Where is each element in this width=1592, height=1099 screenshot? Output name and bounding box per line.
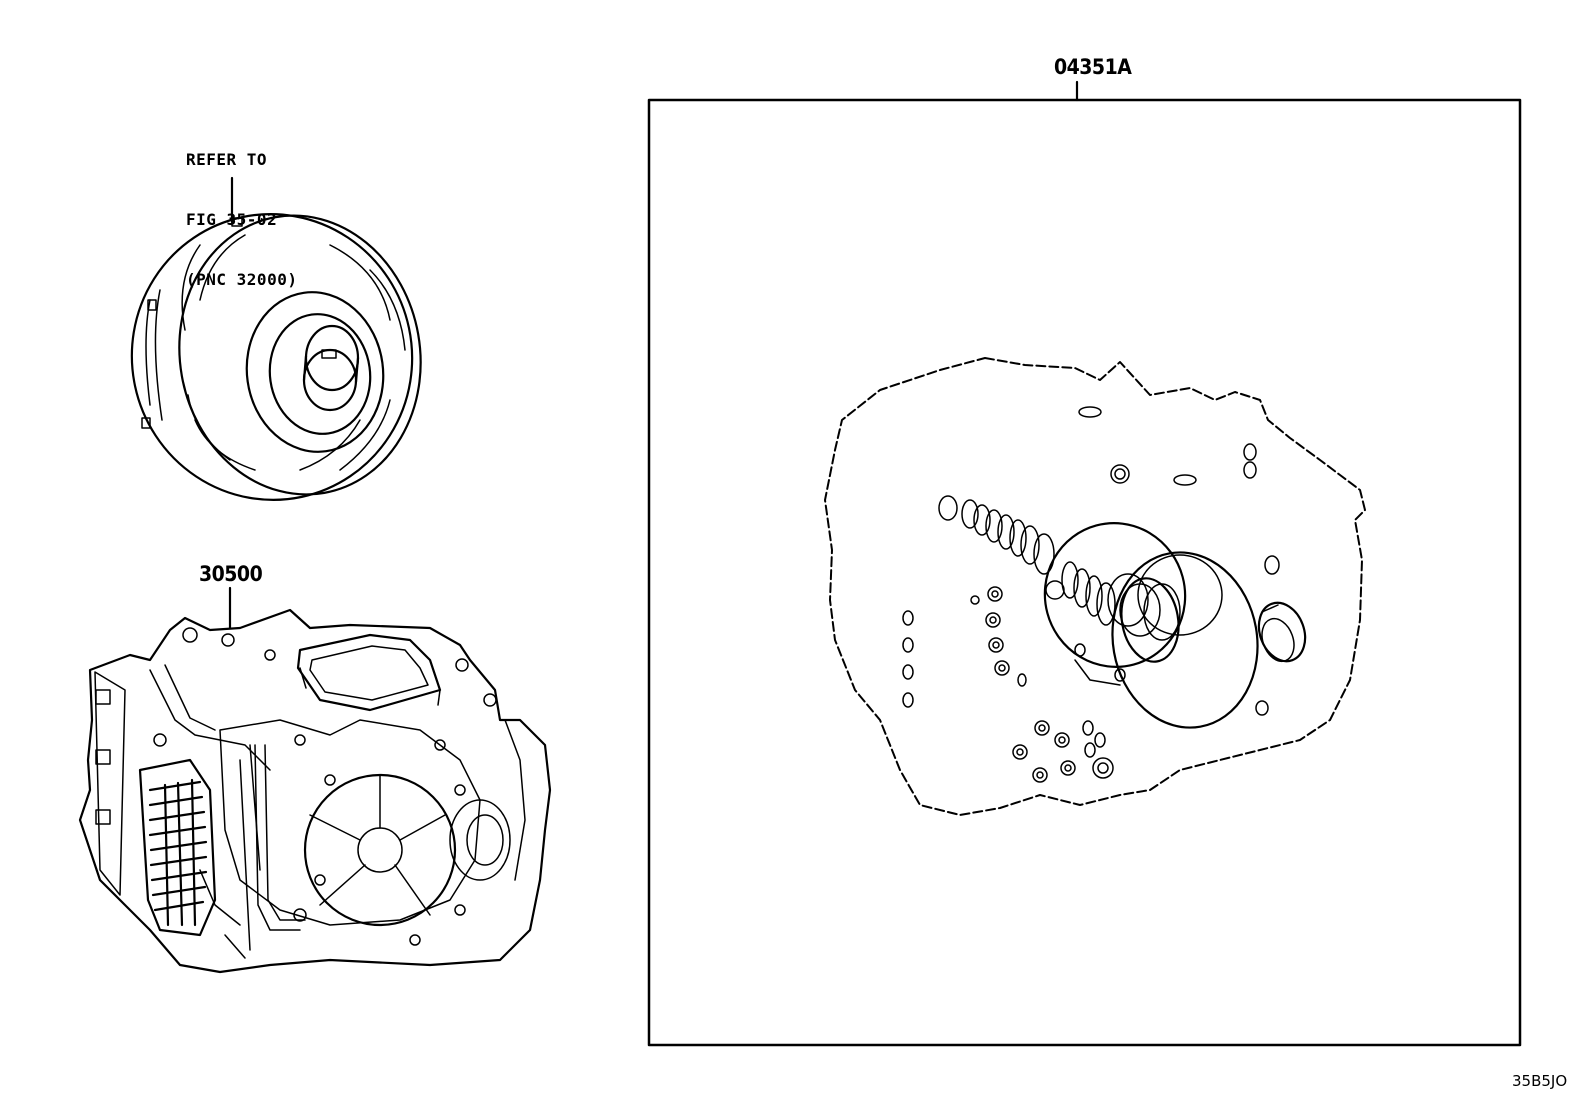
overhaul-gasket-kit-icon[interactable] <box>824 357 1366 816</box>
transaxle-assembly-icon[interactable] <box>78 586 552 974</box>
figure-code: 35B5JO <box>1512 1072 1568 1090</box>
refer-to-note: REFER TO FIG 35-02 (PNC 32000) <box>186 110 297 310</box>
refer-line-3: (PNC 32000) <box>186 270 298 289</box>
torque-converter-icon[interactable] <box>105 176 442 526</box>
gasket-kit-frame <box>647 98 1522 1047</box>
refer-line-1: REFER TO <box>186 150 268 169</box>
part-number-transaxle[interactable]: 30500 <box>199 562 263 586</box>
part-number-gasket-kit[interactable]: 04351A <box>1054 55 1132 79</box>
refer-line-2: FIG 35-02 <box>186 210 278 229</box>
